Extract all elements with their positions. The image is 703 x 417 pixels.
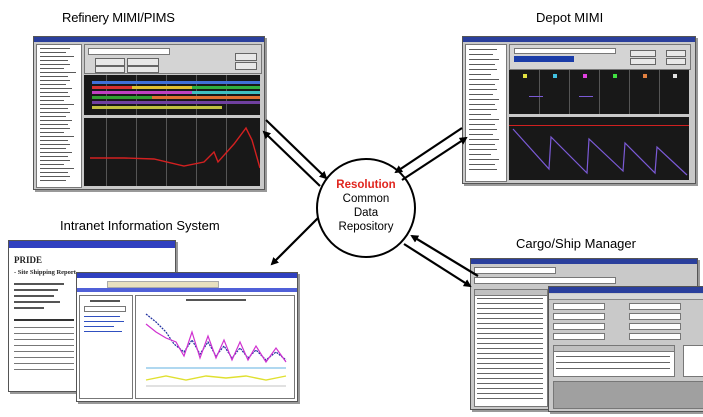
hub-data-text: Data — [353, 207, 379, 219]
depot-mimi-label: Depot MIMI — [536, 10, 604, 25]
cargo-vessel-list — [474, 289, 548, 407]
arrow-refinery-to-hub — [265, 119, 328, 180]
cargo-window-titlebar — [471, 259, 697, 264]
intranet-inventory-chart-lines — [145, 313, 287, 387]
depot-event-chart — [509, 70, 689, 114]
arrow-depot-to-hub — [394, 127, 463, 174]
intranet-report-title: - Site Shipping Report - — [14, 269, 80, 276]
hub-repository-text: Repository — [338, 221, 394, 233]
refinery-mimi-pims-label: Refinery MIMI/PIMS — [62, 10, 175, 25]
refinery-tree-pane — [36, 44, 82, 188]
intranet-front-sidebar — [79, 295, 133, 399]
cargo-front-titlebar — [549, 287, 703, 293]
depot-trend-chart — [509, 117, 689, 180]
hub-common-text: Common — [342, 193, 390, 205]
hub-resolution-text: Resolution — [336, 179, 396, 191]
arrow-hub-to-refinery — [262, 130, 321, 187]
cargo-front-grid — [553, 345, 675, 377]
arrow-hub-to-depot — [401, 136, 468, 181]
intranet-brand: PRIDE — [14, 255, 43, 265]
refinery-gantt-chart — [84, 75, 260, 115]
depot-screenshot — [462, 36, 696, 184]
arrow-hub-to-cargo — [403, 243, 472, 288]
depot-tree-pane — [465, 44, 507, 182]
depot-window-titlebar — [463, 37, 695, 42]
cargo-ship-manager-label: Cargo/Ship Manager — [516, 236, 636, 251]
intranet-front-chart — [135, 295, 295, 399]
refinery-screenshot — [33, 36, 265, 190]
refinery-trend-chart — [84, 118, 260, 186]
cargo-front-screenshot — [548, 286, 703, 412]
depot-toolbar — [509, 44, 691, 70]
refinery-trend-line — [90, 126, 260, 169]
intranet-front-screenshot — [76, 272, 298, 402]
arrow-hub-to-intranet — [270, 217, 319, 266]
arrow-cargo-to-hub — [410, 234, 479, 277]
depot-trend-line — [512, 128, 688, 176]
refinery-window-titlebar — [34, 37, 264, 42]
resolution-common-data-repository-hub: Resolution Common Data Repository — [316, 158, 416, 258]
refinery-toolbar — [84, 44, 262, 74]
intranet-information-system-label: Intranet Information System — [60, 218, 220, 233]
intranet-header-bar — [9, 241, 175, 248]
